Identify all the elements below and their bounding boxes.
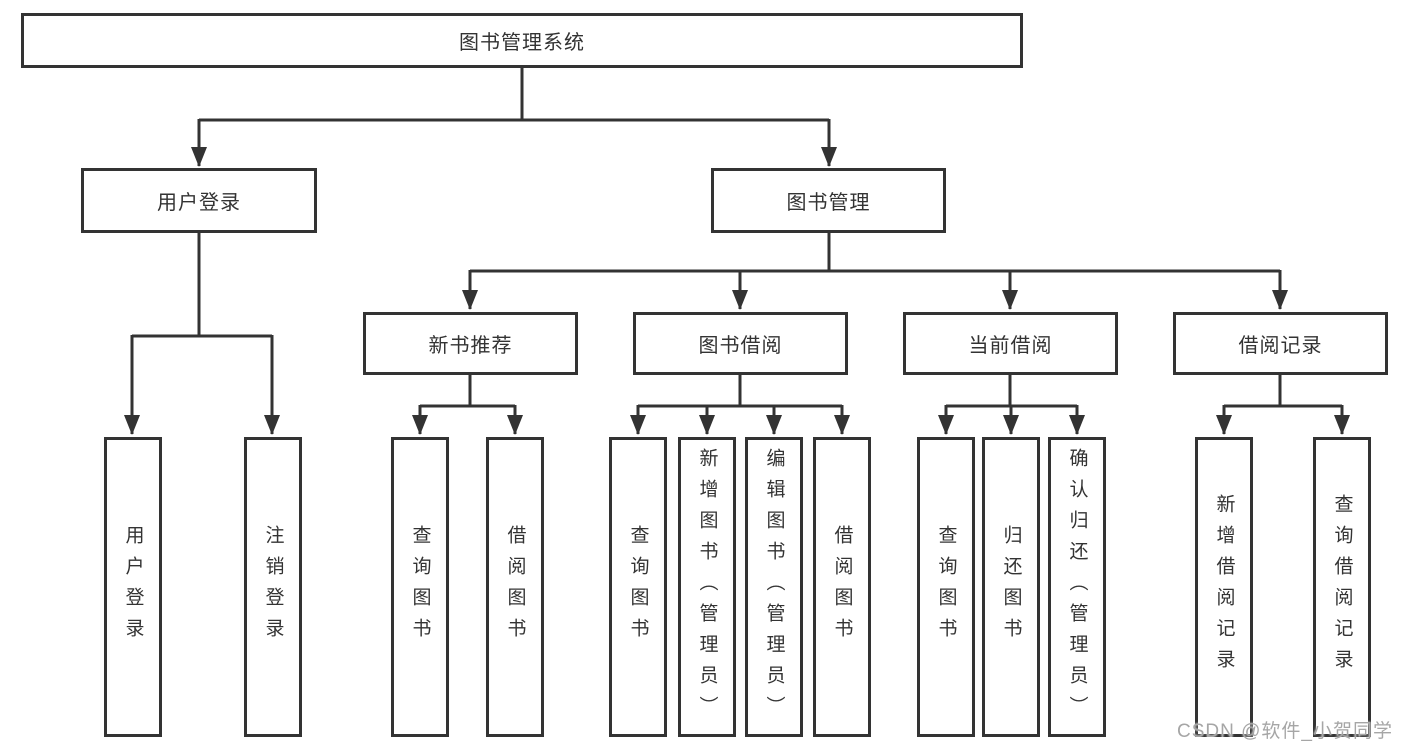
node-label: 图书借阅: [698, 335, 783, 357]
node-label: 图书管理系统: [459, 32, 585, 54]
leaf-label: 新增借阅记录: [1213, 494, 1235, 680]
leaf-borrow-books: 借阅图书: [813, 437, 871, 737]
node-label: 用户登录: [157, 192, 241, 214]
leaf-logout: 注销登录: [244, 437, 302, 737]
leaf-borrow-books-recommend: 借阅图书: [486, 437, 544, 737]
leaf-label: 查询图书: [409, 525, 431, 649]
node-label: 图书管理: [786, 192, 871, 214]
node-label: 新书推荐: [428, 335, 513, 357]
node-book-borrow: 图书借阅: [633, 312, 848, 375]
leaf-user-login: 用户登录: [104, 437, 162, 737]
leaf-label: 新增图书（管理员）: [696, 447, 718, 727]
leaf-label: 归还图书: [1000, 525, 1022, 649]
leaf-label: 确认归还（管理员）: [1066, 447, 1088, 727]
leaf-add-borrow-record: 新增借阅记录: [1195, 437, 1253, 737]
leaf-confirm-return-admin: 确认归还（管理员）: [1048, 437, 1106, 737]
node-label: 借阅记录: [1238, 335, 1323, 357]
leaf-label: 查询图书: [627, 525, 649, 649]
leaf-add-book-admin: 新增图书（管理员）: [678, 437, 736, 737]
node-current-borrow: 当前借阅: [903, 312, 1118, 375]
leaf-label: 注销登录: [262, 525, 284, 649]
leaf-query-books-current: 查询图书: [917, 437, 975, 737]
leaf-return-book: 归还图书: [982, 437, 1040, 737]
node-new-book-recommend: 新书推荐: [363, 312, 578, 375]
node-label: 当前借阅: [968, 335, 1053, 357]
leaf-label: 查询借阅记录: [1331, 494, 1353, 680]
leaf-label: 用户登录: [122, 525, 144, 649]
leaf-query-books-borrow: 查询图书: [609, 437, 667, 737]
node-borrow-records: 借阅记录: [1173, 312, 1388, 375]
leaf-label: 借阅图书: [831, 525, 853, 649]
leaf-label: 借阅图书: [504, 525, 526, 649]
leaf-query-books-recommend: 查询图书: [391, 437, 449, 737]
node-book-management: 图书管理: [711, 168, 946, 233]
node-user-login: 用户登录: [81, 168, 317, 233]
leaf-edit-book-admin: 编辑图书（管理员）: [745, 437, 803, 737]
csdn-watermark: CSDN @软件_小贺同学: [1177, 721, 1393, 742]
leaf-label: 编辑图书（管理员）: [763, 447, 785, 727]
leaf-label: 查询图书: [935, 525, 957, 649]
leaf-query-borrow-record: 查询借阅记录: [1313, 437, 1371, 737]
node-library-management-system: 图书管理系统: [21, 13, 1023, 68]
